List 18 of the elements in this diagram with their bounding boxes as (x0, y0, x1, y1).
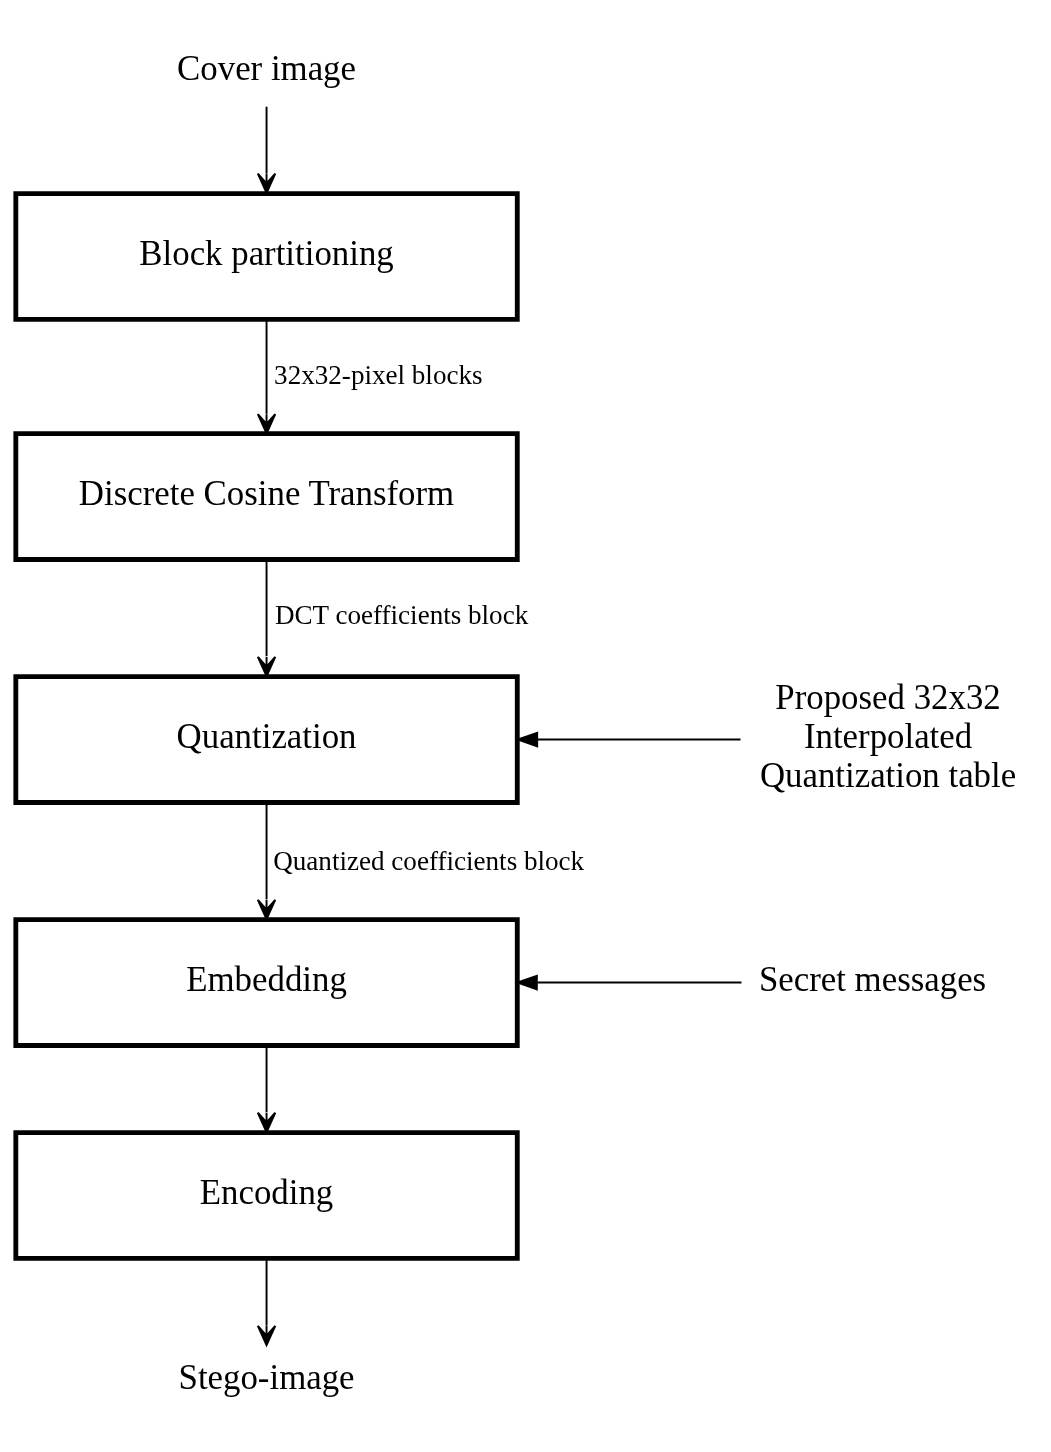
arrow (256, 105, 277, 194)
node-box: Block partitioning (13, 191, 520, 322)
node-text: Secret messages (758, 960, 987, 1000)
node-box: Discrete Cosine Transform (13, 431, 520, 562)
node-box: Quantization (13, 674, 520, 805)
edge-label: Quantized coefficients block (273, 845, 585, 876)
edge-label: 32x32-pixel blocks (274, 359, 483, 390)
node-text: Stego-image (178, 1357, 355, 1397)
node-box: Embedding (13, 917, 520, 1048)
arrow (256, 802, 277, 921)
arrow (514, 974, 743, 991)
node-box: Encoding (13, 1130, 520, 1261)
arrow (256, 559, 277, 678)
arrow (256, 318, 277, 435)
arrow (256, 1257, 277, 1347)
node-text: Proposed 32x32 Interpolated Quantization table (759, 678, 1017, 795)
edge-label: DCT coefficients block (274, 599, 529, 630)
node-text: Cover image (177, 49, 357, 89)
